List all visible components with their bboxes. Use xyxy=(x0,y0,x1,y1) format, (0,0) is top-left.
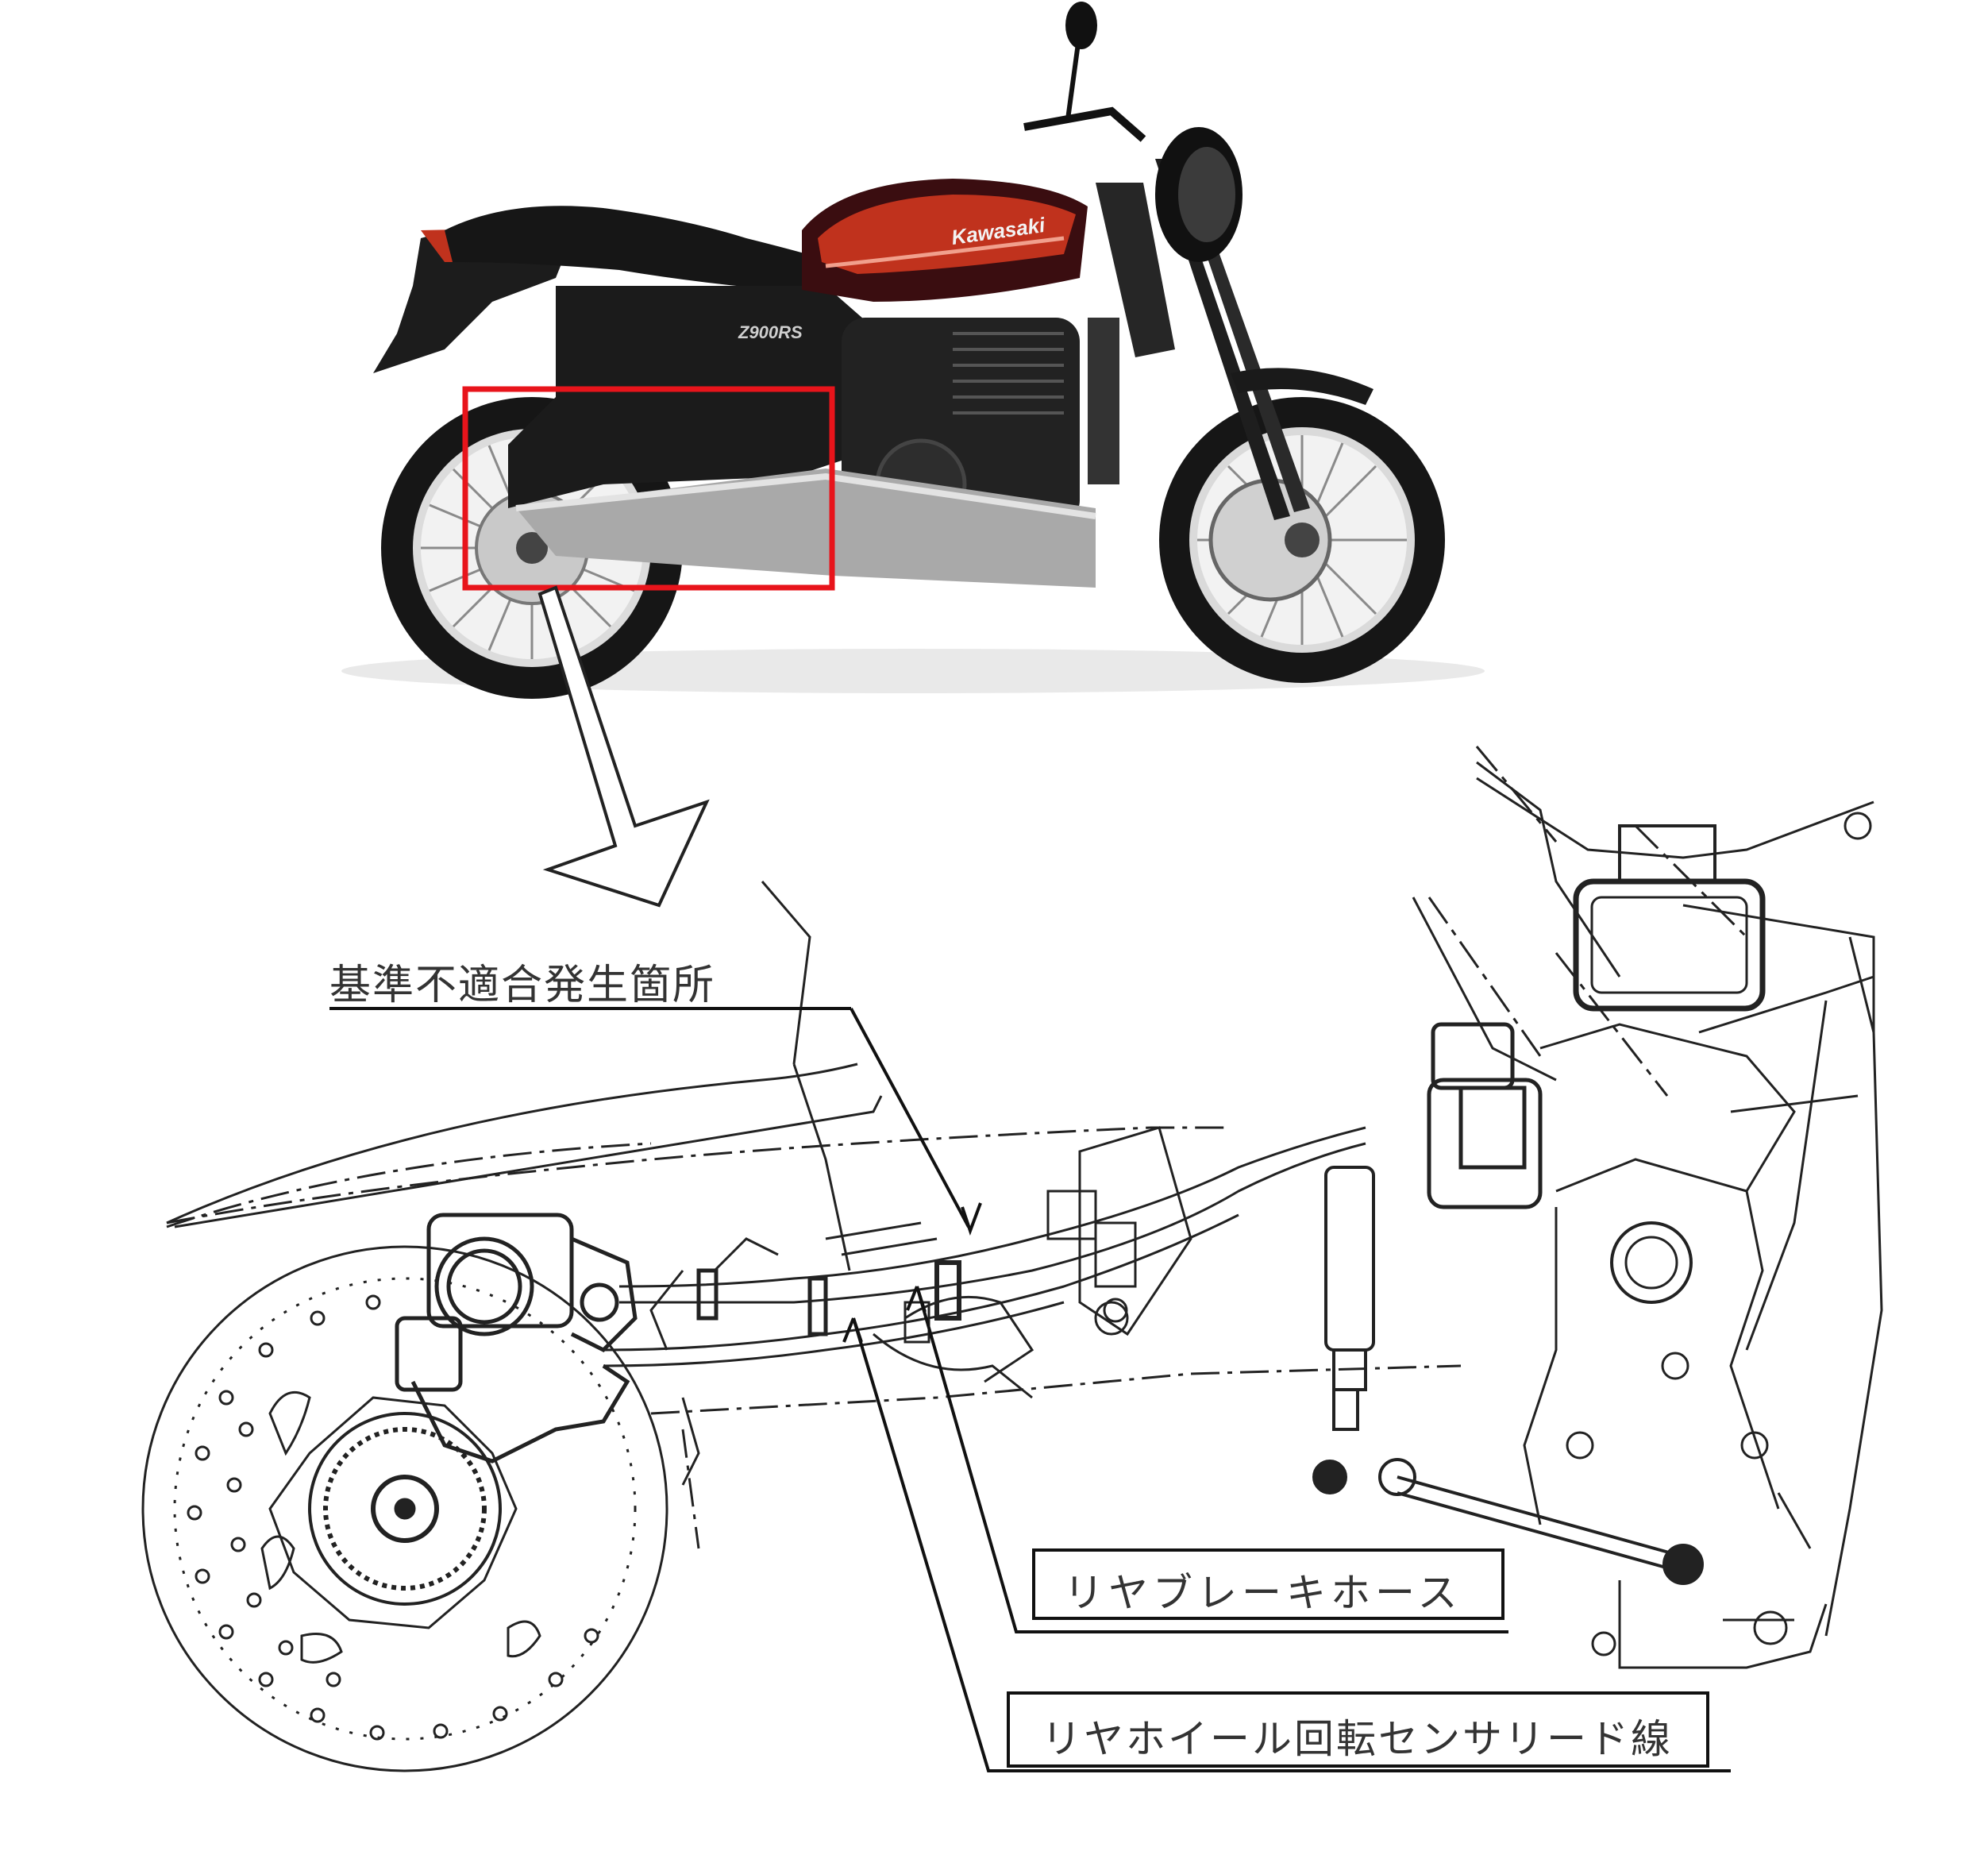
motorcycle-photo xyxy=(341,2,1485,699)
photo-front-wheel xyxy=(1159,397,1445,683)
zoom-arrow xyxy=(537,585,710,908)
rear-brake-hose-label: リヤブレーキホース xyxy=(1064,1570,1462,1616)
model-badge: Z900RS xyxy=(738,322,803,342)
brake-caliper xyxy=(395,1213,638,1464)
highlight-box xyxy=(462,386,835,591)
shock-absorber xyxy=(1312,1166,1704,1585)
defect-location-label: 基準不適合発生箇所 xyxy=(329,962,716,1009)
abs-unit xyxy=(1573,824,1766,1012)
brake-disc xyxy=(141,1245,668,1772)
rear-wheel-sensor-callout xyxy=(1007,1691,1709,1768)
brake-reservoir xyxy=(1427,1022,1543,1209)
rear-wheel-sensor-lead-label: リヤホイール回転センサリード線 xyxy=(1042,1716,1673,1762)
leader-lines xyxy=(329,1007,1731,1772)
rear-brake-hose-callout xyxy=(1032,1548,1504,1620)
line-drawing xyxy=(141,746,1883,1772)
